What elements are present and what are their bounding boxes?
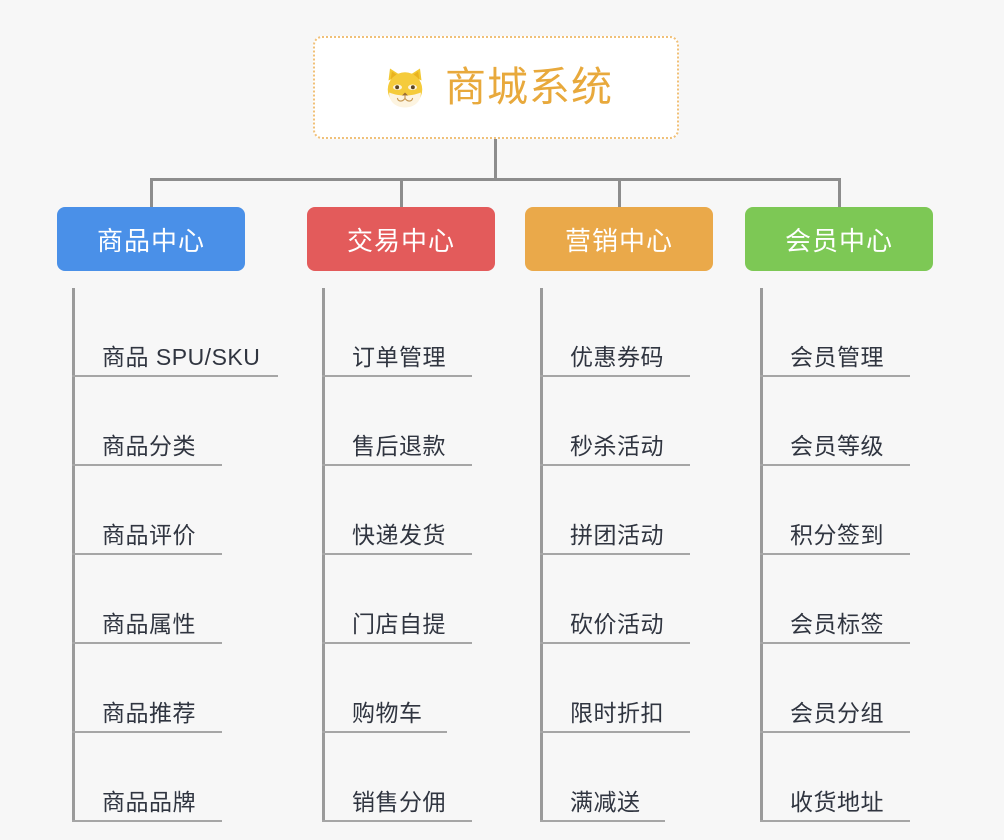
connector-drop-3 bbox=[618, 178, 621, 208]
leaf-item[interactable]: 会员管理 bbox=[760, 288, 920, 377]
leaf-item[interactable]: 订单管理 bbox=[322, 288, 482, 377]
category-label-1: 交易中心 bbox=[346, 225, 455, 256]
category-label-3: 会员中心 bbox=[784, 225, 893, 256]
leaf-item[interactable]: 商品分类 bbox=[72, 377, 232, 466]
leaf-item-underline bbox=[72, 375, 278, 377]
leaf-item-label: 销售分佣 bbox=[352, 789, 446, 815]
leaf-spine-2 bbox=[540, 288, 543, 822]
connector-drop-4 bbox=[838, 178, 841, 208]
leaf-item-underline bbox=[72, 553, 222, 555]
leaf-item[interactable]: 门店自提 bbox=[322, 555, 482, 644]
leaf-item-label: 会员等级 bbox=[790, 433, 884, 459]
leaf-spine-1 bbox=[322, 288, 325, 822]
leaf-item-underline bbox=[322, 464, 472, 466]
leaf-item-label: 满减送 bbox=[570, 789, 641, 815]
leaf-item-label: 会员分组 bbox=[790, 700, 884, 726]
leaf-item-label: 商品品牌 bbox=[102, 789, 196, 815]
leaf-item[interactable]: 积分签到 bbox=[760, 466, 920, 555]
leaf-item-label: 商品 SPU/SKU bbox=[102, 344, 261, 370]
leaf-item-underline bbox=[72, 731, 222, 733]
leaf-item[interactable]: 商品属性 bbox=[72, 555, 232, 644]
category-box-3[interactable]: 会员中心 bbox=[745, 207, 933, 271]
leaf-item-underline bbox=[540, 375, 690, 377]
leaf-item[interactable]: 砍价活动 bbox=[540, 555, 700, 644]
connector-root-stem bbox=[494, 139, 497, 180]
leaf-spine-3 bbox=[760, 288, 763, 822]
leaf-item-label: 秒杀活动 bbox=[570, 433, 664, 459]
leaf-item-label: 订单管理 bbox=[352, 344, 446, 370]
root-node-label: 商城系统 bbox=[445, 64, 613, 110]
leaf-item-label: 砍价活动 bbox=[570, 611, 664, 637]
leaf-spine-0 bbox=[72, 288, 75, 822]
category-box-1[interactable]: 交易中心 bbox=[307, 207, 495, 271]
leaf-item-underline bbox=[540, 731, 690, 733]
leaf-item-label: 限时折扣 bbox=[570, 700, 664, 726]
leaf-item-label: 会员标签 bbox=[790, 611, 884, 637]
leaf-item-underline bbox=[322, 553, 472, 555]
leaf-item[interactable]: 购物车 bbox=[322, 644, 457, 733]
leaf-item-underline bbox=[760, 820, 910, 822]
leaf-item[interactable]: 秒杀活动 bbox=[540, 377, 700, 466]
connector-horizontal-bus bbox=[150, 178, 841, 181]
leaf-item-underline bbox=[760, 731, 910, 733]
leaf-item-label: 购物车 bbox=[352, 700, 423, 726]
leaf-item[interactable]: 商品推荐 bbox=[72, 644, 232, 733]
leaf-item-label: 积分签到 bbox=[790, 522, 884, 548]
category-label-0: 商品中心 bbox=[96, 225, 205, 256]
leaf-item-underline bbox=[760, 464, 910, 466]
shiba-dog-face-icon bbox=[387, 68, 423, 107]
leaf-item-underline bbox=[72, 642, 222, 644]
leaf-item[interactable]: 商品品牌 bbox=[72, 733, 232, 822]
leaf-item[interactable]: 限时折扣 bbox=[540, 644, 700, 733]
leaf-item[interactable]: 会员分组 bbox=[760, 644, 920, 733]
leaf-item-underline bbox=[760, 375, 910, 377]
leaf-item-underline bbox=[760, 642, 910, 644]
leaf-item-underline bbox=[322, 375, 472, 377]
leaf-item-underline bbox=[322, 820, 472, 822]
leaf-item-label: 快递发货 bbox=[352, 522, 446, 548]
leaf-item-label: 商品属性 bbox=[102, 611, 196, 637]
leaf-item-label: 收货地址 bbox=[790, 789, 884, 815]
leaf-item-label: 商品分类 bbox=[102, 433, 196, 459]
leaf-item-label: 优惠券码 bbox=[570, 344, 664, 370]
root-node-shop-system[interactable]: 商城系统 bbox=[313, 36, 679, 139]
leaf-item-label: 拼团活动 bbox=[570, 522, 664, 548]
leaf-item[interactable]: 商品评价 bbox=[72, 466, 232, 555]
leaf-item[interactable]: 会员等级 bbox=[760, 377, 920, 466]
connector-drop-1 bbox=[150, 178, 153, 208]
leaf-item[interactable]: 商品 SPU/SKU bbox=[72, 288, 288, 377]
leaf-item-label: 售后退款 bbox=[352, 433, 446, 459]
leaf-item[interactable]: 优惠券码 bbox=[540, 288, 700, 377]
category-box-0[interactable]: 商品中心 bbox=[57, 207, 245, 271]
leaf-item-underline bbox=[540, 553, 690, 555]
leaf-item[interactable]: 销售分佣 bbox=[322, 733, 482, 822]
leaf-item-underline bbox=[72, 464, 222, 466]
leaf-item-underline bbox=[540, 820, 665, 822]
leaf-item-label: 商品评价 bbox=[102, 522, 196, 548]
leaf-item[interactable]: 快递发货 bbox=[322, 466, 482, 555]
leaf-item[interactable]: 拼团活动 bbox=[540, 466, 700, 555]
leaf-item-underline bbox=[72, 820, 222, 822]
leaf-item-underline bbox=[322, 642, 472, 644]
leaf-item-underline bbox=[322, 731, 447, 733]
leaf-item-label: 会员管理 bbox=[790, 344, 884, 370]
leaf-item-underline bbox=[760, 553, 910, 555]
leaf-item[interactable]: 收货地址 bbox=[760, 733, 920, 822]
leaf-item[interactable]: 满减送 bbox=[540, 733, 675, 822]
leaf-item-label: 商品推荐 bbox=[102, 700, 196, 726]
connector-drop-2 bbox=[400, 178, 403, 208]
leaf-item-underline bbox=[540, 642, 690, 644]
leaf-item-underline bbox=[540, 464, 690, 466]
category-label-2: 营销中心 bbox=[564, 225, 673, 256]
leaf-item-label: 门店自提 bbox=[352, 611, 446, 637]
category-box-2[interactable]: 营销中心 bbox=[525, 207, 713, 271]
leaf-item[interactable]: 会员标签 bbox=[760, 555, 920, 644]
leaf-item[interactable]: 售后退款 bbox=[322, 377, 482, 466]
